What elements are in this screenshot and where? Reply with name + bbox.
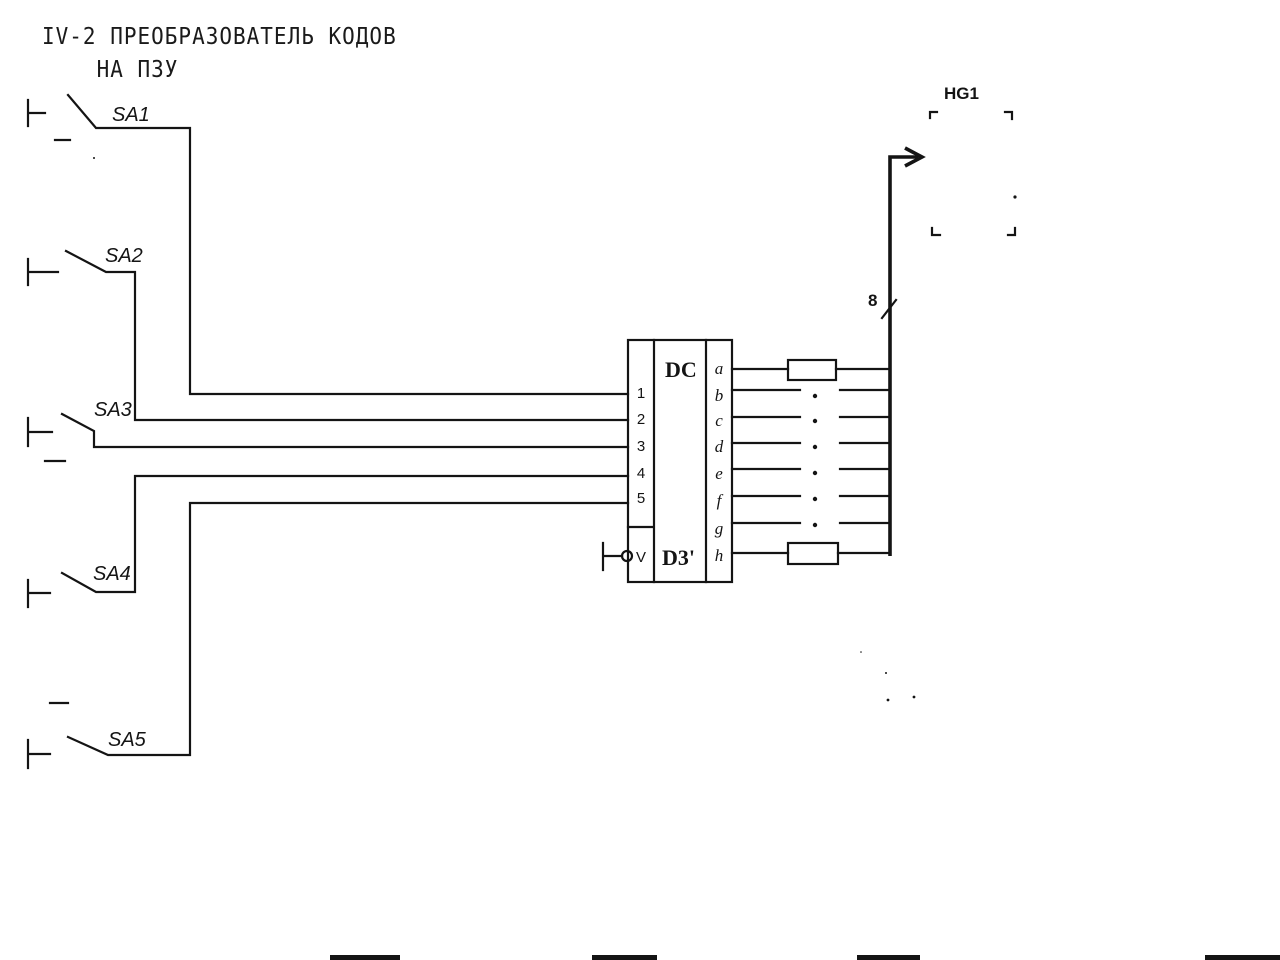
decoder-input-4: 4 <box>637 465 645 482</box>
switch-label-sa2: SA2 <box>105 245 143 267</box>
decoder-output-a: a <box>715 359 724 378</box>
switch-sa5: SA5 <box>26 501 630 770</box>
resistor-bottom <box>786 541 840 566</box>
decoder-output-b: b <box>715 386 724 405</box>
switch-label-sa3: SA3 <box>94 399 132 421</box>
decoder-type-label: DC <box>665 357 697 382</box>
title-line-1: IV-2 ПРЕОБРАЗОВАТЕЛЬ КОДОВ <box>42 23 397 50</box>
decoder-input-1: 1 <box>637 385 645 402</box>
output-resistor-network <box>730 358 892 566</box>
decoder-ref-label: D3' <box>662 545 695 570</box>
switch-label-sa4: SA4 <box>93 563 131 585</box>
switch-sa3: SA3 <box>26 399 630 463</box>
decoder-input-5: 5 <box>637 490 645 507</box>
decoder-enable-label: V <box>636 549 646 566</box>
decoder-output-f: f <box>717 491 724 510</box>
decoder-output-h: h <box>715 546 724 565</box>
decoder-input-3: 3 <box>637 438 645 455</box>
switch-sa4: SA4 <box>26 474 630 609</box>
decoder-output-c: c <box>715 411 723 430</box>
display-label: HG1 <box>944 84 979 103</box>
data-bus: 8 <box>868 146 926 556</box>
title-line-2: НА ПЗУ <box>42 56 179 83</box>
switch-label-sa5: SA5 <box>108 729 147 751</box>
resistor-ellipsis-dots <box>812 393 818 528</box>
switch-sa1: SA1 <box>26 93 630 396</box>
decoder-output-g: g <box>715 519 724 538</box>
decoder-output-d: d <box>715 437 724 456</box>
switch-sa2: SA2 <box>26 245 630 422</box>
decoder-output-e: e <box>715 464 723 483</box>
display-hg1: HG1 <box>928 84 1017 237</box>
diagram-title: IV-2 ПРЕОБРАЗОВАТЕЛЬ КОДОВ НА ПЗУ <box>42 20 397 86</box>
decoder-input-2: 2 <box>637 411 645 428</box>
scan-artifacts <box>93 157 1280 960</box>
bus-width-label: 8 <box>868 291 877 310</box>
decoder-chip: DC D3' 1 2 3 4 5 V a b c d e f g h <box>601 338 734 584</box>
switch-label-sa1: SA1 <box>112 104 150 126</box>
resistor-top <box>786 358 838 382</box>
